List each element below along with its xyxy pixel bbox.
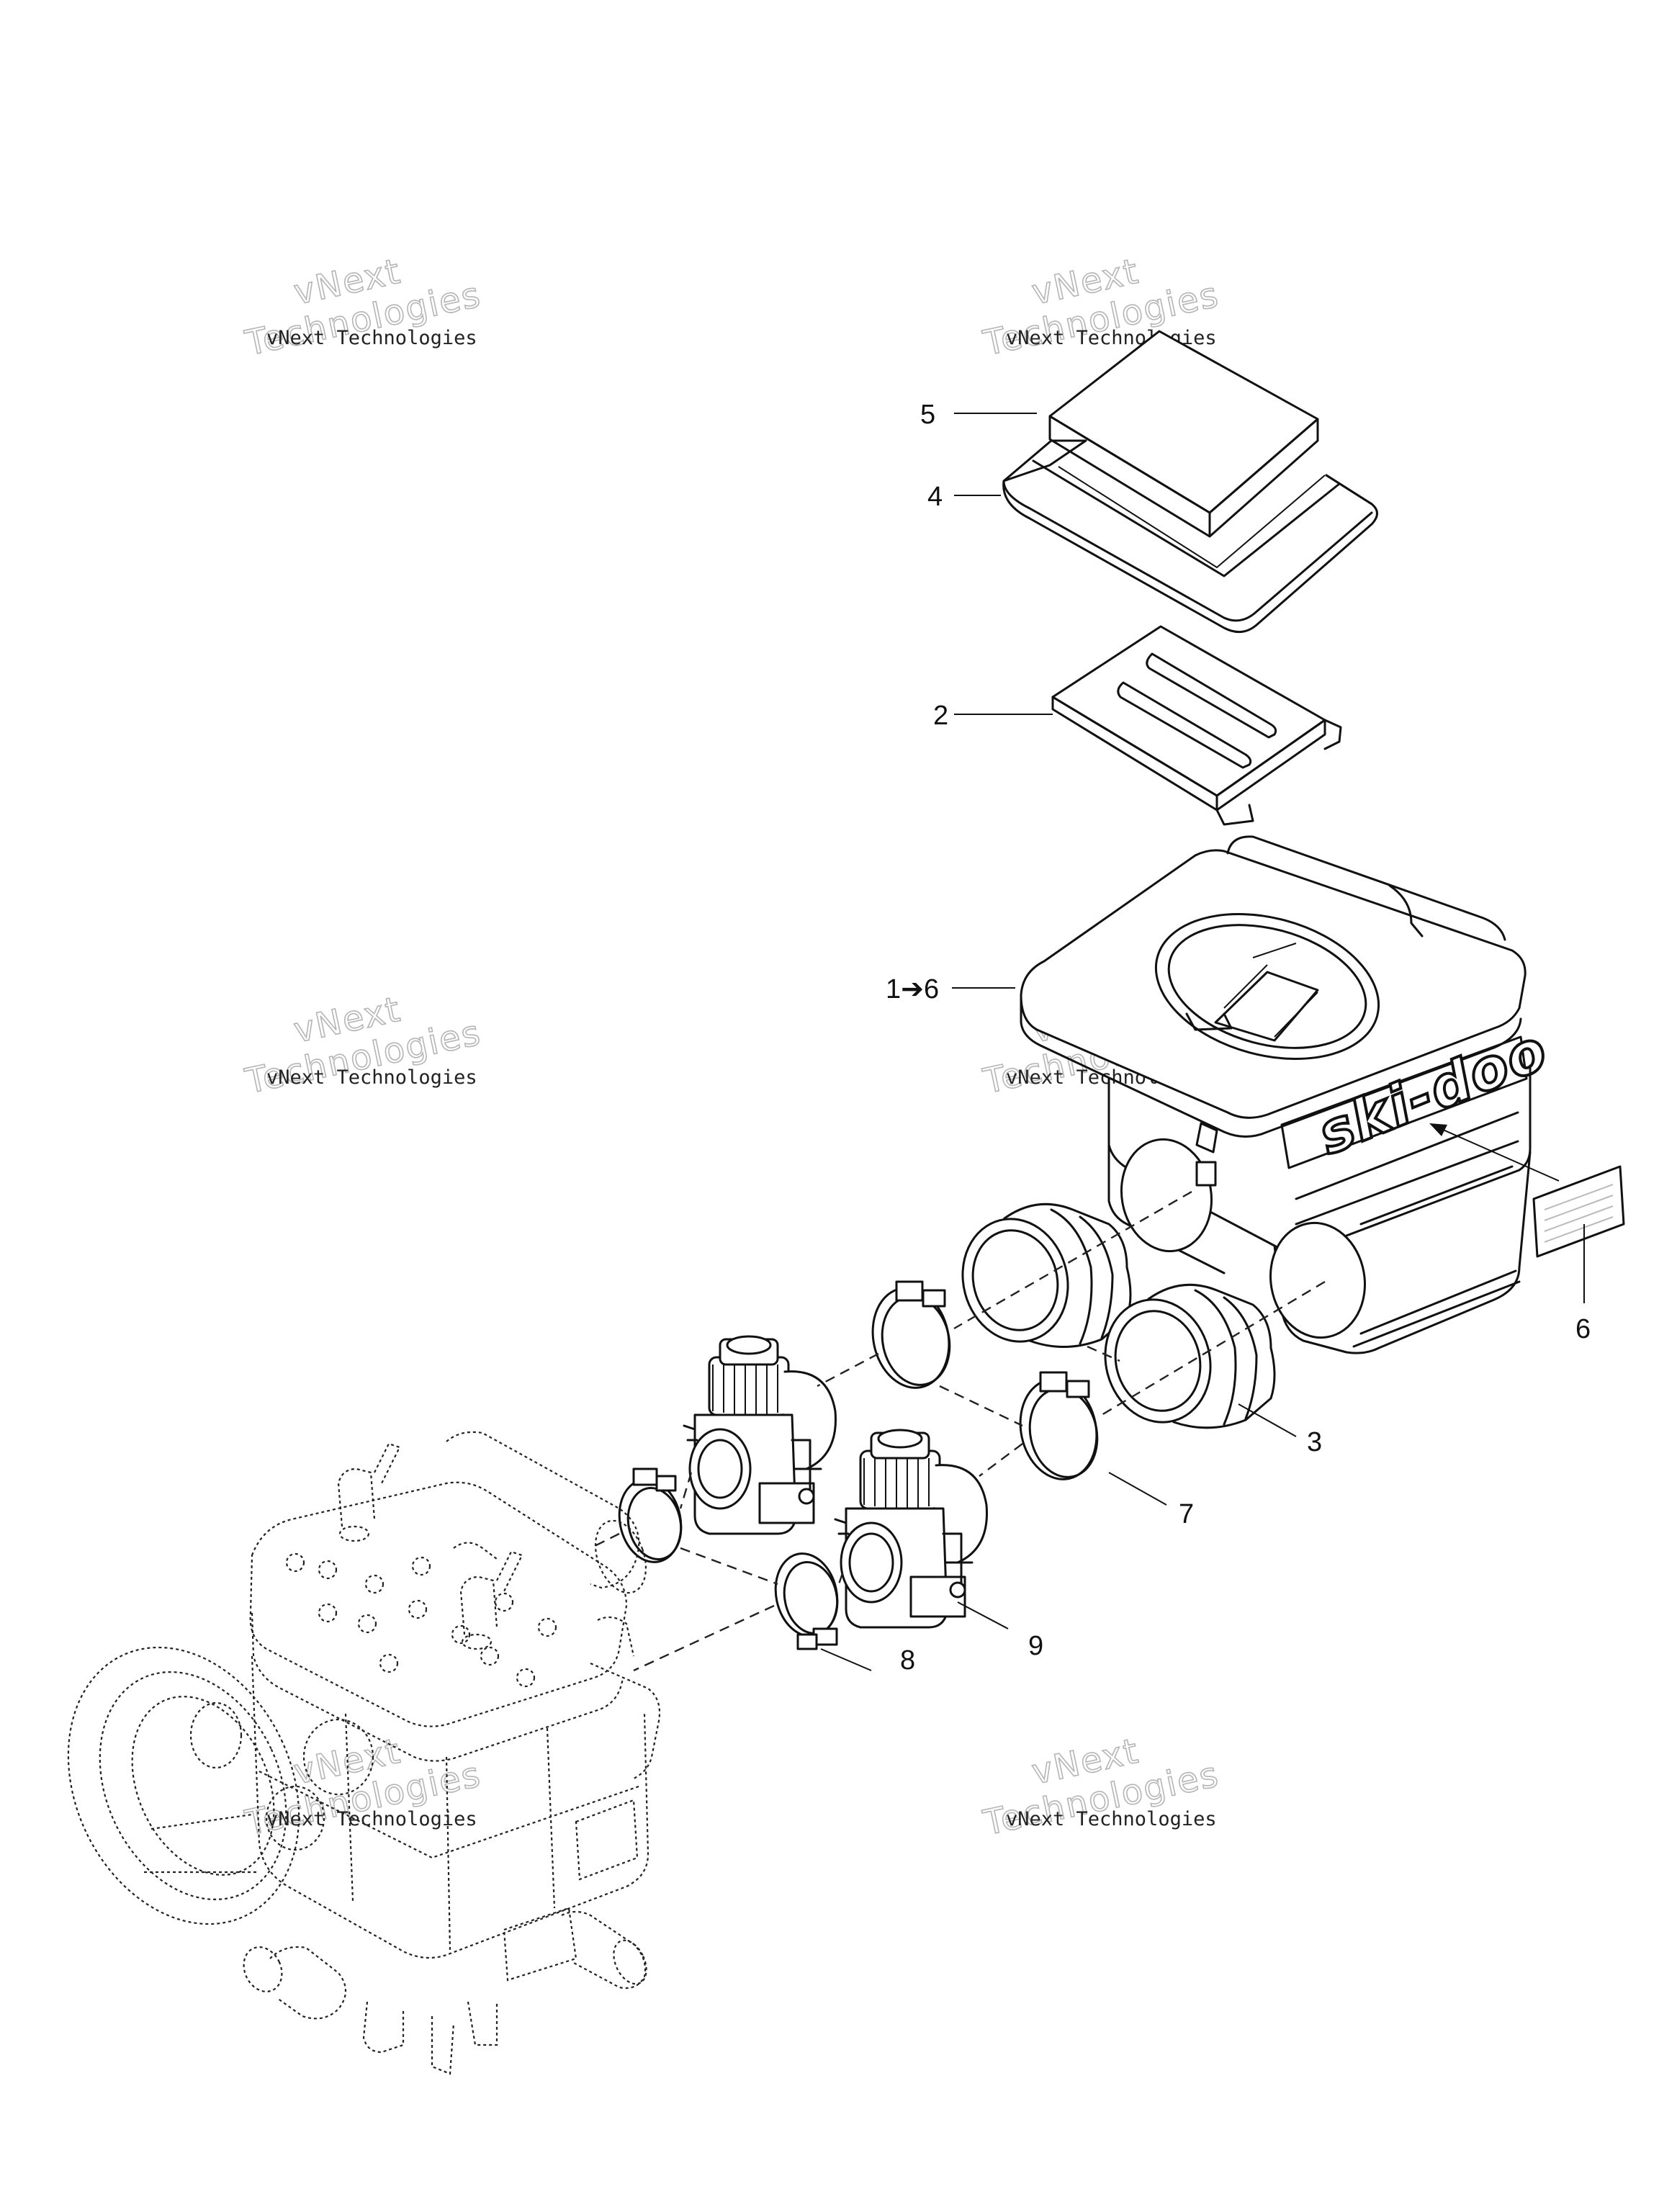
callout-3: 3 xyxy=(1307,1427,1322,1457)
callout-leaders xyxy=(820,413,1585,1671)
engine-reference-outline xyxy=(67,1431,661,2075)
clamp-part-7-upper xyxy=(871,1280,951,1389)
watermark-mid-left-label: vNext Technologies xyxy=(266,1066,477,1089)
filter-pad-part-5 xyxy=(1048,330,1319,538)
clamp-part-8-upper xyxy=(618,1467,683,1563)
callout-4: 4 xyxy=(927,482,943,512)
callout-9: 9 xyxy=(1028,1631,1043,1661)
watermark-top-left-label: vNext Technologies xyxy=(266,327,477,349)
assembly-center-lines xyxy=(590,1190,1326,1672)
rubber-adapter-part-3-upper xyxy=(961,1202,1132,1349)
callout-8: 8 xyxy=(900,1645,915,1676)
screen-plate-part-2 xyxy=(1051,625,1342,826)
clamp-part-8-lower xyxy=(774,1552,839,1650)
callout-7: 7 xyxy=(1179,1499,1194,1529)
carburetor-part-9-upper xyxy=(683,1335,837,1535)
filter-frame-part-4 xyxy=(1002,439,1378,634)
callout-6: 6 xyxy=(1575,1314,1591,1344)
watermark-bottom-right-label: vNext Technologies xyxy=(1006,1808,1217,1830)
callout-labels: 5 4 2 1➔6 6 3 7 8 9 xyxy=(886,400,1591,1676)
carburetor-part-9-lower xyxy=(834,1429,988,1629)
callout-2: 2 xyxy=(933,701,948,731)
callout-1-to-6: 1➔6 xyxy=(886,974,939,1004)
rubber-adapter-part-3-lower xyxy=(1104,1283,1276,1429)
head-bolts xyxy=(285,1552,557,1688)
clamp-part-7-lower xyxy=(1019,1371,1099,1480)
airbox-part-1: ski-doo xyxy=(1020,835,1558,1354)
decal-part-6 xyxy=(1429,1123,1625,1258)
callout-5: 5 xyxy=(920,400,935,430)
watermark-bottom-left-label: vNext Technologies xyxy=(266,1808,477,1830)
